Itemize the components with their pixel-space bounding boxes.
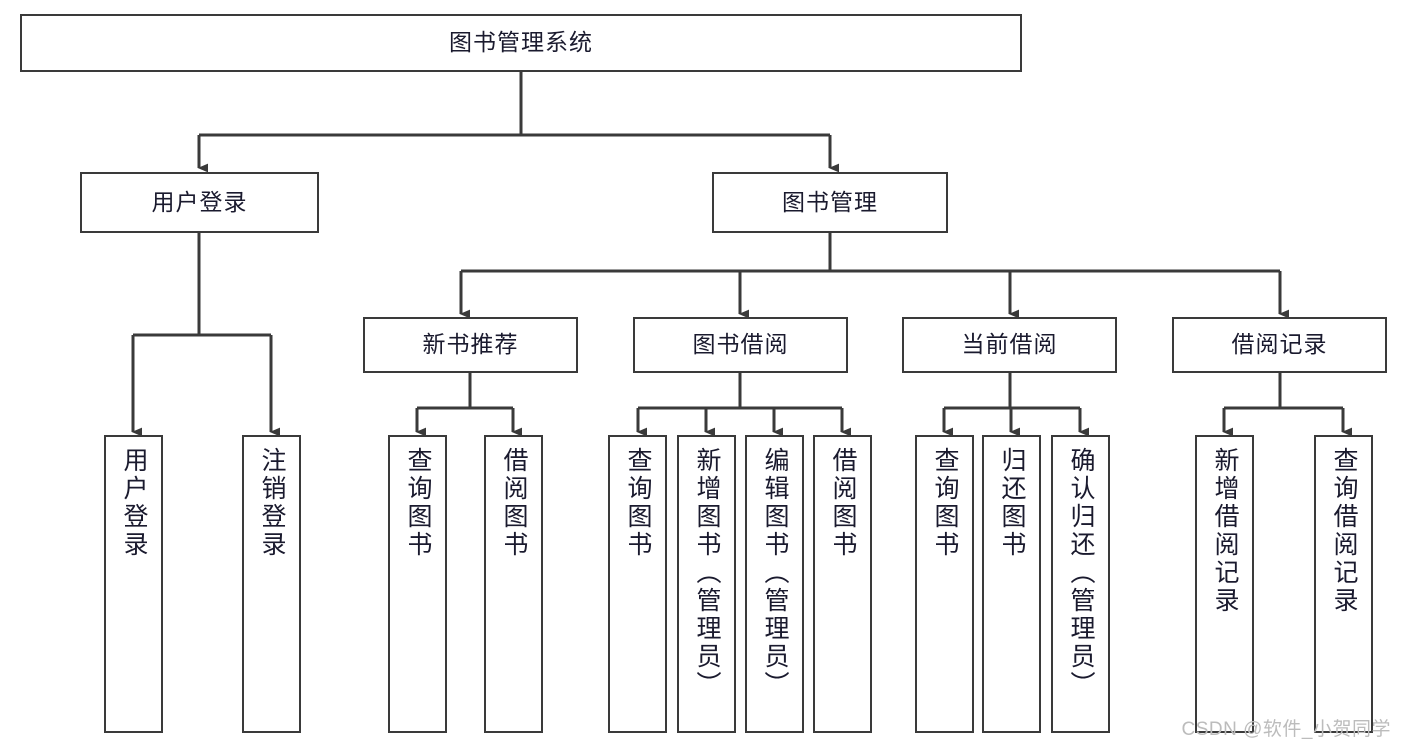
- node-leaf-user-login-label: 用户登录: [120, 447, 148, 559]
- node-borrow-record[interactable]: 借阅记录: [1172, 317, 1387, 373]
- node-leaf-query-record-label: 查询借阅记录: [1330, 447, 1358, 615]
- node-leaf-add-record[interactable]: 新增借阅记录: [1195, 435, 1254, 733]
- node-leaf-query-book-2-label: 查询图书: [624, 447, 652, 559]
- node-user-login[interactable]: 用户登录: [80, 172, 319, 233]
- node-leaf-query-book-3[interactable]: 查询图书: [915, 435, 974, 733]
- node-leaf-add-record-label: 新增借阅记录: [1211, 447, 1239, 615]
- node-leaf-query-book-1-label: 查询图书: [404, 447, 432, 559]
- node-leaf-edit-book-label: 编辑图书（管理员）: [761, 447, 789, 699]
- node-book-borrow[interactable]: 图书借阅: [633, 317, 848, 373]
- node-book-manage-label: 图书管理: [782, 188, 878, 215]
- node-leaf-borrow-book-2-label: 借阅图书: [829, 447, 857, 559]
- node-root-label: 图书管理系统: [449, 29, 593, 56]
- node-new-book-rec[interactable]: 新书推荐: [363, 317, 578, 373]
- node-leaf-user-logout-label: 注销登录: [258, 447, 286, 559]
- node-leaf-query-book-1[interactable]: 查询图书: [388, 435, 447, 733]
- node-user-login-label: 用户登录: [151, 188, 248, 215]
- node-new-book-rec-label: 新书推荐: [422, 331, 519, 358]
- node-leaf-borrow-book-2[interactable]: 借阅图书: [813, 435, 872, 733]
- node-current-borrow-label: 当前借阅: [961, 331, 1058, 358]
- node-leaf-query-record[interactable]: 查询借阅记录: [1314, 435, 1373, 733]
- node-root[interactable]: 图书管理系统: [20, 14, 1022, 72]
- node-leaf-borrow-book-1[interactable]: 借阅图书: [484, 435, 543, 733]
- node-borrow-record-label: 借阅记录: [1231, 331, 1328, 358]
- node-current-borrow[interactable]: 当前借阅: [902, 317, 1117, 373]
- node-leaf-return-book[interactable]: 归还图书: [982, 435, 1041, 733]
- node-leaf-user-login[interactable]: 用户登录: [104, 435, 163, 733]
- node-book-borrow-label: 图书借阅: [692, 331, 789, 358]
- node-leaf-user-logout[interactable]: 注销登录: [242, 435, 301, 733]
- node-leaf-query-book-2[interactable]: 查询图书: [608, 435, 667, 733]
- node-leaf-return-book-label: 归还图书: [998, 447, 1026, 559]
- node-leaf-query-book-3-label: 查询图书: [931, 447, 959, 559]
- node-leaf-confirm-return-label: 确认归还（管理员）: [1067, 447, 1095, 699]
- node-leaf-add-book-label: 新增图书（管理员）: [693, 447, 721, 699]
- node-leaf-borrow-book-1-label: 借阅图书: [500, 447, 528, 559]
- node-leaf-add-book[interactable]: 新增图书（管理员）: [677, 435, 736, 733]
- node-leaf-edit-book[interactable]: 编辑图书（管理员）: [745, 435, 804, 733]
- node-leaf-confirm-return[interactable]: 确认归还（管理员）: [1051, 435, 1110, 733]
- node-book-manage[interactable]: 图书管理: [712, 172, 948, 233]
